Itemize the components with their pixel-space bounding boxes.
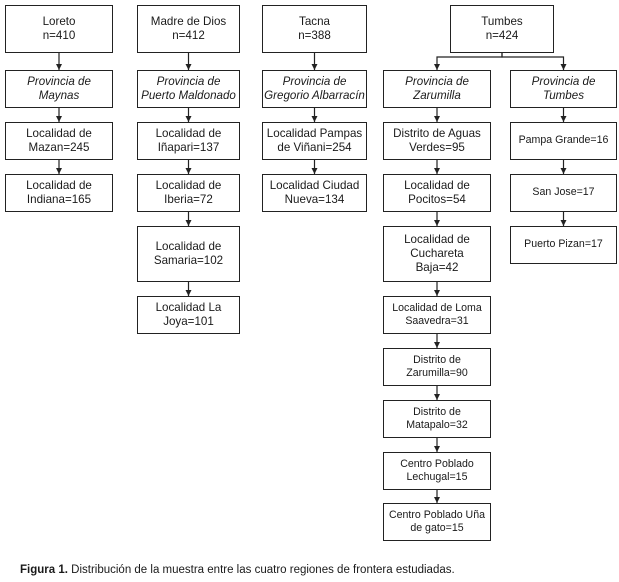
- caption-text: Distribución de la muestra entre las cua…: [67, 564, 455, 576]
- region-tumbes-count: n=424: [485, 29, 519, 42]
- locality-box-tumbes-1-0-line-1: Pampa Grande=16: [518, 134, 609, 147]
- locality-box-tumbes-0-0-line-2: Verdes=95: [409, 141, 465, 154]
- locality-box-tumbes-0-1-line-1: Localidad de: [404, 179, 470, 192]
- province-box-loreto-0-line-1: Provincia de: [27, 75, 91, 88]
- region-tacna-count: n=388: [298, 29, 331, 42]
- locality-box-tumbes-0-2-line-1: Localidad de: [404, 233, 470, 246]
- province-box-tacna-0-line-2: Gregorio Albarracín: [264, 89, 365, 102]
- locality-box-loreto-2-line-1: Localidad de: [26, 179, 92, 192]
- arrow-tumbes-province-1: [501, 53, 567, 70]
- province-box-madre-de-dios-0-line-2: Puerto Maldonado: [141, 89, 236, 102]
- locality-box-tacna-2-line-2: Nueva=134: [284, 193, 345, 206]
- arrow-tumbes-province-0: [434, 53, 503, 70]
- locality-box-tumbes-1-1: San Jose=17: [510, 174, 617, 212]
- locality-box-tumbes-0-6-line-1: Centro Poblado: [400, 457, 474, 470]
- locality-box-tumbes-0-4-line-1: Distrito de: [413, 353, 461, 366]
- region-madre-de-dios-count: n=412: [172, 29, 205, 42]
- locality-box-tacna-2-line-1: Localidad Ciudad: [269, 179, 360, 192]
- region-loreto-count: n=410: [42, 29, 76, 42]
- region-tacna-label: Tacna: [299, 15, 330, 28]
- locality-box-tumbes-1-2-line-1: Puerto Pizan=17: [524, 238, 603, 251]
- locality-box-tumbes-1-1-line-1: San Jose=17: [532, 186, 595, 199]
- figure-caption: Figura 1. Distribución de la muestra ent…: [20, 564, 455, 576]
- locality-box-tumbes-0-2-line-2: Cuchareta: [410, 247, 464, 260]
- locality-box-tumbes-0-2-line-3: Baja=42: [415, 261, 459, 274]
- province-box-madre-de-dios-0-line-1: Provincia de: [156, 75, 221, 88]
- locality-box-madre-de-dios-1-line-2: Iñapari=137: [157, 141, 220, 154]
- locality-box-tumbes-0-5-line-2: Matapalo=32: [406, 419, 468, 431]
- locality-box-loreto-2-line-2: Indiana=165: [26, 193, 92, 206]
- region-madre-de-dios-label: Madre de Dios: [150, 15, 227, 28]
- province-box-tumbes-0-line-2: Zarumilla: [413, 89, 461, 102]
- province-box-loreto-0-line-2: Maynas: [38, 89, 80, 102]
- locality-box-tumbes-0-7-line-1: Centro Poblado Uña: [389, 508, 485, 521]
- locality-box-madre-de-dios-4-line-2: Joya=101: [163, 315, 214, 328]
- caption-label: Figura 1.: [20, 564, 68, 576]
- locality-box-tumbes-0-6-line-2: Lechugal=15: [406, 471, 468, 483]
- province-box-tumbes-1-line-1: Provincia de: [531, 75, 596, 88]
- locality-box-madre-de-dios-2-line-1: Localidad de: [155, 179, 222, 192]
- province-box-tumbes-1-line-2: Tumbes: [542, 89, 585, 102]
- region-loreto-label: Loreto: [42, 15, 76, 28]
- locality-box-tumbes-0-0-line-1: Distrito de Aguas: [393, 127, 481, 140]
- locality-box-tumbes-0-3-line-1: Localidad de Loma: [392, 301, 482, 314]
- locality-box-madre-de-dios-1-line-1: Localidad de: [155, 127, 222, 140]
- region-tumbes-label: Tumbes: [481, 15, 523, 28]
- province-box-tumbes-0-line-1: Provincia de: [405, 75, 469, 88]
- locality-box-tacna-1-line-2: de Viñani=254: [277, 141, 352, 154]
- locality-box-madre-de-dios-3-line-1: Localidad de: [155, 240, 222, 253]
- locality-box-madre-de-dios-3-line-2: Samaria=102: [153, 254, 224, 267]
- locality-box-tumbes-0-5-line-1: Distrito de: [413, 405, 461, 418]
- locality-box-tumbes-0-3-line-2: Saavedra=31: [405, 315, 469, 327]
- locality-box-loreto-1-line-1: Localidad de: [26, 127, 92, 140]
- locality-box-madre-de-dios-4-line-1: Localidad La: [155, 301, 222, 314]
- locality-box-tumbes-1-0: Pampa Grande=16: [510, 122, 617, 160]
- locality-box-loreto-1-line-2: Mazan=245: [28, 141, 90, 154]
- locality-box-tacna-1-line-1: Localidad Pampas: [266, 127, 363, 140]
- locality-box-tumbes-0-4-line-2: Zarumilla=90: [406, 367, 468, 379]
- province-box-tacna-0-line-1: Provincia de: [282, 75, 347, 88]
- locality-box-tumbes-0-1-line-2: Pocitos=54: [408, 193, 466, 206]
- locality-box-tumbes-0-7-line-2: de gato=15: [410, 522, 464, 534]
- locality-box-tumbes-1-2: Puerto Pizan=17: [510, 226, 617, 264]
- locality-box-madre-de-dios-2-line-2: Iberia=72: [164, 193, 213, 206]
